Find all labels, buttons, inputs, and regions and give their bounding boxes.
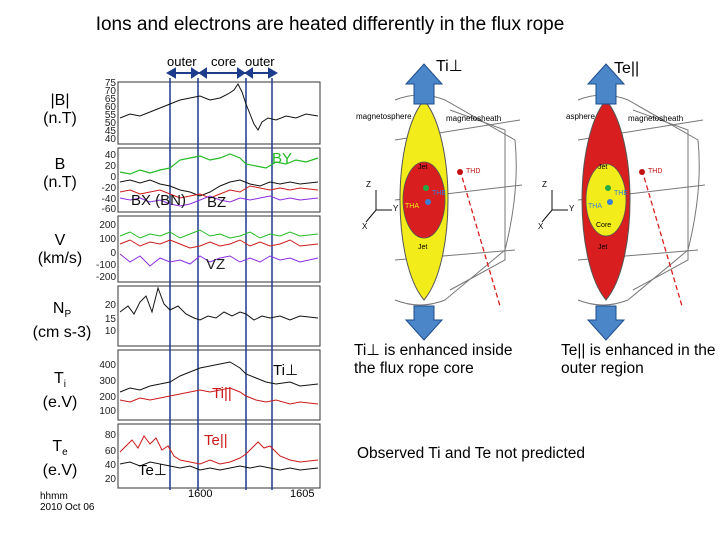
caption-bottom: Observed Ti and Te not predicted [357, 445, 586, 462]
label-jet-top: Jet [418, 164, 428, 171]
panel-label-te: Te (e.V) [42, 438, 78, 480]
ti-par-line [119, 387, 319, 405]
tick: 20 [104, 474, 116, 485]
te-perp-line [119, 461, 319, 471]
tick: 40 [104, 150, 116, 161]
panel-label-ti: Ti (e.V) [42, 370, 78, 412]
tick: 20 [104, 161, 116, 172]
label-the-2: THE [614, 190, 628, 197]
tick: 55 [104, 110, 116, 121]
bn-line [119, 195, 319, 207]
label-jet-bottom-2: Jet [598, 244, 608, 251]
region-lines [169, 78, 273, 490]
panel-label-velocity: V(km/s) [37, 232, 83, 267]
region-arrows [165, 67, 279, 79]
vz-annotation: VZ [206, 256, 226, 273]
axis-z-left: Z [366, 180, 371, 189]
label-magnetosheath-2: magnetosheath [628, 114, 684, 123]
tick: 15 [104, 314, 116, 325]
tick: 100 [99, 406, 116, 417]
label-asphere: asphere [566, 112, 595, 121]
tick: 75 [104, 78, 116, 89]
tick: -60 [101, 204, 116, 215]
bx-annotation: BX (BN) [131, 192, 187, 209]
tick: 60 [104, 102, 116, 113]
tick: 40 [104, 134, 116, 145]
tick: 300 [99, 376, 116, 387]
tick: 200 [99, 392, 116, 403]
axis-y-right: Y [569, 204, 575, 213]
label-jet-bottom: Jet [418, 244, 428, 251]
label-magnetosheath: magnetosheath [446, 114, 502, 123]
region-outer-label-2: outer [245, 54, 275, 69]
tick: 80 [104, 430, 116, 441]
np-line [119, 286, 319, 321]
diagram-title-te-par: Te|| [614, 60, 640, 77]
tick: 10 [104, 326, 116, 337]
tick: 0 [110, 248, 116, 259]
axis-y-left: Y [393, 204, 399, 213]
caption-te-par: Te|| is enhanced in the outer region [561, 342, 716, 377]
tick: 45 [104, 126, 116, 137]
vy-line [119, 239, 319, 249]
region-core-label: core [211, 54, 237, 69]
panel-label-b-magnitude: |B|(n.T) [43, 92, 77, 127]
label-magnetosphere: magnetosphere [356, 112, 412, 121]
by-annotation: BY [272, 150, 293, 167]
bx-line [119, 179, 319, 197]
ti-par-annotation: Ti|| [212, 385, 232, 402]
axis-x-left: X [362, 222, 368, 231]
te-par-annotation: Te|| [204, 432, 228, 449]
tick: 200 [99, 220, 116, 231]
label-the: THE [432, 190, 446, 197]
axis-x-right: X [538, 222, 544, 231]
label-thd: THD [466, 168, 481, 175]
tick: 50 [104, 118, 116, 129]
label-core: Core [596, 222, 612, 229]
axis-z-right: Z [542, 180, 547, 189]
tick: -100 [95, 260, 116, 271]
label-tha-2: THA [588, 203, 602, 210]
region-outer-label: outer [167, 54, 197, 69]
time-tick-1605: 1605 [290, 488, 315, 500]
te-perp-annotation: Te⊥ [138, 462, 167, 479]
time-tick-1600: 1600 [188, 488, 213, 500]
b-magnitude-line [119, 83, 319, 131]
diagram-te-par [541, 63, 706, 341]
tick: 70 [104, 86, 116, 97]
label-tha: THA [405, 203, 419, 210]
tick: -20 [101, 183, 116, 194]
panel-label-density: NP (cm s-3) [32, 300, 92, 342]
time-date: 2010 Oct 06 [40, 502, 95, 513]
time-unit: hhmm [40, 491, 68, 502]
tick: 60 [104, 446, 116, 457]
tick: 65 [104, 94, 116, 105]
bz-line [119, 185, 319, 199]
caption-ti-perp: Ti⊥ is enhanced inside the flux rope cor… [354, 342, 513, 377]
panel-label-b-components: B(n.T) [43, 156, 77, 191]
label-thd-2: THD [648, 168, 663, 175]
panel-frames [117, 81, 321, 489]
ti-perp-line [119, 361, 319, 393]
vz-line [119, 253, 319, 267]
bz-annotation: BZ [207, 194, 227, 211]
tick: 20 [104, 300, 116, 311]
tick: 40 [104, 460, 116, 471]
label-jet-top-2: Jet [598, 164, 608, 171]
ti-perp-annotation: Ti⊥ [273, 362, 299, 379]
tick: -40 [101, 194, 116, 205]
diagram-ti-perp [365, 63, 523, 341]
diagram-title-ti-perp: Ti⊥ [436, 58, 463, 75]
tick: 100 [99, 234, 116, 245]
page-title: Ions and electrons are heated differentl… [95, 14, 565, 35]
tick: 0 [110, 172, 116, 183]
tick: 400 [99, 360, 116, 371]
te-par-line [119, 435, 319, 465]
by-line [119, 153, 319, 175]
tick: -200 [95, 272, 116, 283]
vx-line [119, 229, 319, 239]
